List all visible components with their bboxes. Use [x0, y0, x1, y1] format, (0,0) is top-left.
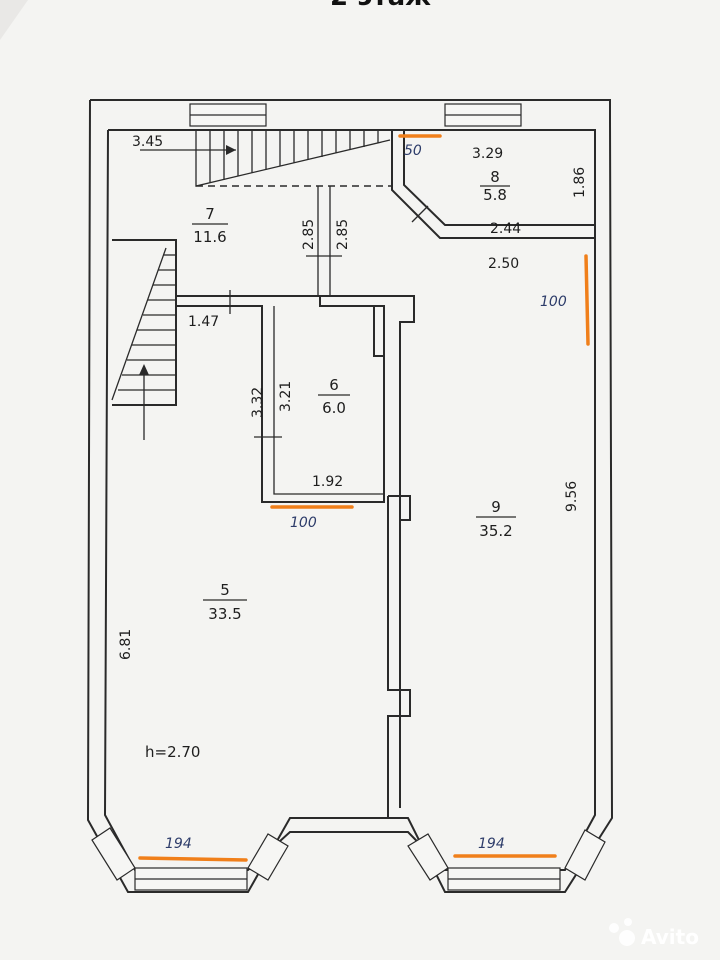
room-label-7: 11.6: [192, 223, 228, 246]
handwritten-194-a: 194: [165, 836, 192, 852]
dim-1-86: 1.86: [572, 167, 588, 198]
height-note: h=2.70: [145, 743, 200, 761]
dim-6-81: 6.81: [118, 629, 134, 660]
window-bay-2: [247, 833, 289, 881]
handwritten-50: 50: [404, 143, 422, 159]
room-9-number: 9: [491, 498, 501, 516]
dim-3-45: 3.45: [132, 134, 163, 150]
dim-3-32: 3.32: [250, 387, 266, 418]
dim-2-50: 2.50: [488, 256, 519, 272]
dim-1-92: 1.92: [312, 474, 343, 490]
window-bay-4: [564, 829, 606, 881]
room-6-door-jamb: [373, 305, 385, 357]
room-7-number: 7: [205, 205, 215, 223]
staircase-left: [111, 239, 177, 440]
room-8-area: 5.8: [483, 186, 507, 204]
avito-watermark: Avito: [609, 918, 699, 949]
room-8-wall: [391, 130, 595, 239]
room-6-number: 6: [329, 376, 339, 394]
handwritten-194-b: 194: [478, 836, 505, 852]
dim-9-56: 9.56: [564, 481, 580, 512]
corridor-wall: [176, 295, 415, 808]
avito-logo-icon: [619, 930, 635, 946]
partition-wall: [387, 495, 411, 818]
dim-2-85-b: 2.85: [335, 219, 351, 250]
svg-text:11.6: 11.6: [193, 228, 226, 246]
floor-title: 2 этаж: [330, 0, 431, 12]
dim-2-44: 2.44: [490, 221, 521, 237]
annotation-bottom-left: [138, 856, 248, 862]
window-bay-1: [91, 827, 136, 881]
room-6-area: 6.0: [322, 399, 346, 417]
annotation-right: [584, 254, 590, 346]
handwritten-100-a: 100: [540, 294, 567, 310]
window-bay-3: [407, 833, 449, 881]
room-5-number: 5: [220, 581, 230, 599]
dim-2-85-a: 2.85: [301, 219, 317, 250]
dim-3-29: 3.29: [472, 146, 503, 162]
handwritten-100-b: 100: [290, 515, 317, 531]
dim-3-21: 3.21: [278, 381, 294, 412]
room-8-number: 8: [490, 168, 500, 186]
room-5-area: 33.5: [208, 605, 241, 623]
room-9-area: 35.2: [479, 522, 512, 540]
avito-text: Avito: [641, 925, 699, 949]
dim-1-47: 1.47: [188, 314, 219, 330]
